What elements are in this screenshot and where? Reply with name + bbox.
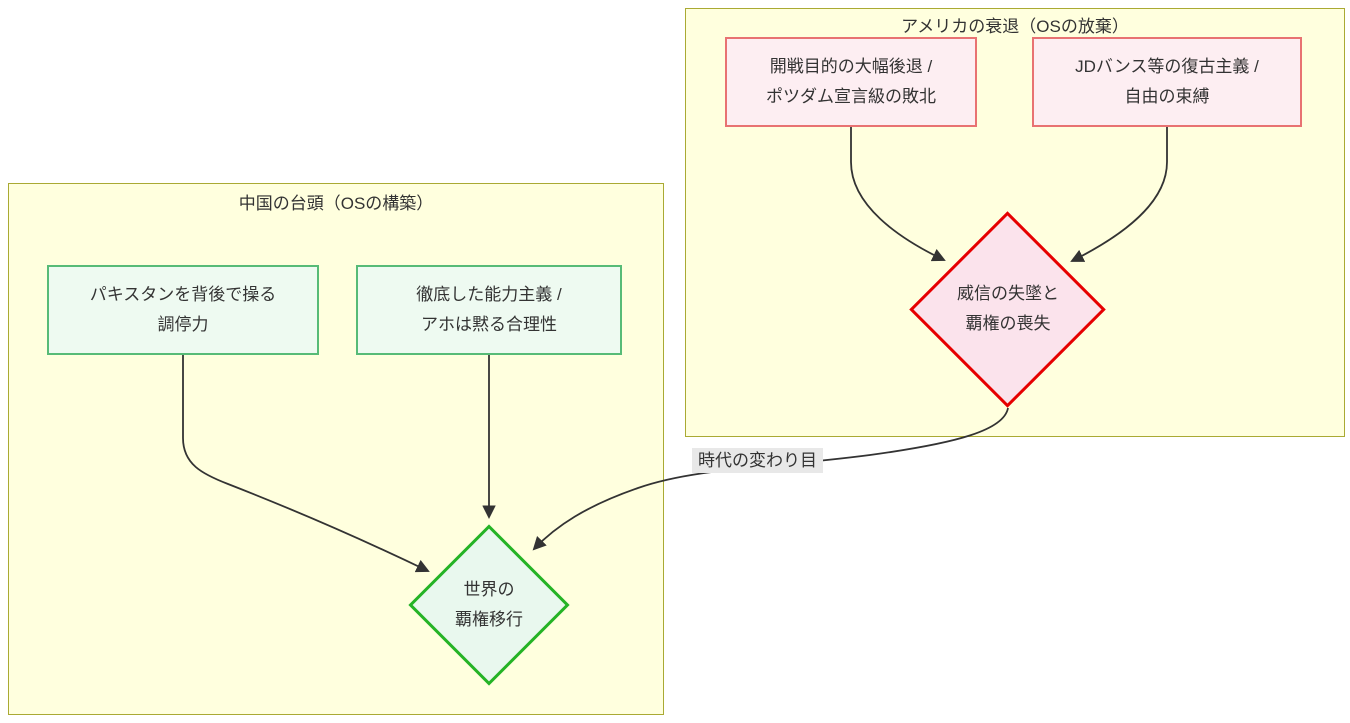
node-pakistan-mediation-line2: 調停力 (157, 315, 209, 334)
edge-vance-to-prestige-loss (1070, 127, 1168, 262)
node-meritocracy: 徹底した能力主義 / アホは黙る合理性 (356, 265, 622, 355)
cluster-china-rise-title: 中国の台頭（OSの構築） (238, 194, 434, 213)
edge-retreat-to-prestige-loss (850, 127, 946, 262)
node-jd-vance-revivalism: JDバンス等の復古主義 / 自由の束縛 (1032, 37, 1302, 127)
node-war-aim-retreat: 開戦目的の大幅後退 / ポツダム宣言級の敗北 (725, 37, 977, 127)
node-war-aim-retreat-line2: ポツダム宣言級の敗北 (766, 87, 936, 106)
node-jd-vance-revivalism-line2: 自由の束縛 (1124, 87, 1210, 106)
edge-label-era-change: 時代の変わり目 (692, 448, 823, 473)
node-war-aim-retreat-line1: 開戦目的の大幅後退 / (769, 57, 933, 76)
edge-prestige-loss-to-hegemony-shift (532, 407, 1009, 551)
node-jd-vance-revivalism-line1: JDバンス等の復古主義 / (1075, 57, 1259, 76)
node-meritocracy-line1: 徹底した能力主義 / (416, 285, 562, 304)
cluster-usa-decline-title: アメリカの衰退（OSの放棄） (901, 17, 1129, 36)
node-pakistan-mediation-line1: パキスタンを背後で操る (89, 285, 277, 304)
edge-pakistan-to-hegemony-shift (182, 355, 430, 573)
node-meritocracy-line2: アホは黙る合理性 (421, 315, 557, 334)
node-pakistan-mediation: パキスタンを背後で操る 調停力 (47, 265, 319, 355)
